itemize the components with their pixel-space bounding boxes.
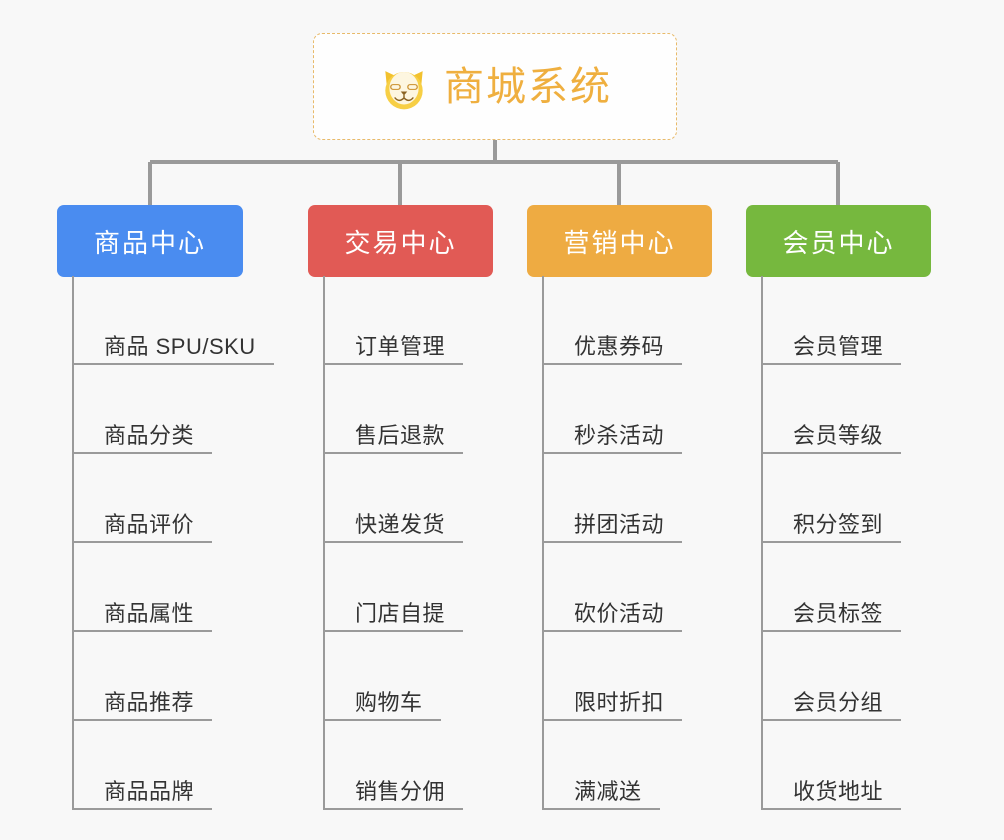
- leaf-item-label: 优惠券码: [574, 333, 665, 359]
- leaf-item-label: 商品推荐: [104, 689, 195, 715]
- leaf-item[interactable]: 购物车: [323, 632, 441, 721]
- leaf-item-label: 商品品牌: [104, 778, 195, 804]
- category-label: 商品中心: [93, 227, 206, 258]
- leaf-item[interactable]: 门店自提: [323, 543, 464, 632]
- leaf-item[interactable]: 秒杀活动: [542, 365, 683, 454]
- leaf-item-label: 秒杀活动: [574, 422, 665, 448]
- leaf-item[interactable]: 限时折扣: [542, 632, 683, 721]
- leaf-item[interactable]: 商品推荐: [72, 632, 213, 721]
- leaf-trunk-line: [761, 276, 763, 810]
- shiba-dog-face-icon: [378, 63, 430, 115]
- leaf-item[interactable]: 收货地址: [761, 721, 902, 810]
- category-box-3[interactable]: 会员中心: [746, 205, 931, 277]
- leaf-item-label: 购物车: [355, 689, 423, 715]
- leaf-item-label: 销售分佣: [355, 778, 446, 804]
- leaf-item-label: 快递发货: [355, 511, 446, 537]
- leaf-item[interactable]: 商品评价: [72, 454, 213, 543]
- leaf-item[interactable]: 拼团活动: [542, 454, 683, 543]
- leaf-trunk-line: [323, 276, 325, 810]
- category-label: 交易中心: [344, 227, 457, 258]
- leaf-item-label: 限时折扣: [574, 689, 665, 715]
- leaf-item-label: 售后退款: [355, 422, 446, 448]
- leaf-item[interactable]: 会员分组: [761, 632, 902, 721]
- leaf-item-label: 门店自提: [355, 600, 446, 626]
- category-label: 营销中心: [563, 227, 676, 258]
- leaf-item[interactable]: 会员等级: [761, 365, 902, 454]
- leaf-item-label: 积分签到: [793, 511, 884, 537]
- leaf-item[interactable]: 满减送: [542, 721, 660, 810]
- leaf-item[interactable]: 商品属性: [72, 543, 213, 632]
- leaf-item-label: 会员标签: [793, 600, 884, 626]
- leaf-item-label: 商品 SPU/SKU: [104, 333, 256, 359]
- leaf-item[interactable]: 快递发货: [323, 454, 464, 543]
- leaf-item[interactable]: 会员标签: [761, 543, 902, 632]
- category-box-2[interactable]: 营销中心: [527, 205, 712, 277]
- leaf-item-label: 商品分类: [104, 422, 195, 448]
- leaf-item-label: 会员管理: [793, 333, 884, 359]
- category-box-0[interactable]: 商品中心: [57, 205, 243, 277]
- leaf-item[interactable]: 销售分佣: [323, 721, 464, 810]
- leaf-trunk-line: [72, 276, 74, 810]
- leaf-item[interactable]: 积分签到: [761, 454, 902, 543]
- leaf-item-label: 会员等级: [793, 422, 884, 448]
- leaf-item[interactable]: 商品分类: [72, 365, 213, 454]
- category-box-1[interactable]: 交易中心: [308, 205, 493, 277]
- leaf-item[interactable]: 订单管理: [323, 276, 464, 365]
- leaf-item-label: 订单管理: [355, 333, 446, 359]
- leaf-item[interactable]: 商品品牌: [72, 721, 213, 810]
- leaf-item-label: 商品属性: [104, 600, 195, 626]
- root-title: 商城系统: [444, 64, 612, 109]
- leaf-item-label: 会员分组: [793, 689, 884, 715]
- leaf-trunk-line: [542, 276, 544, 810]
- leaf-item-label: 收货地址: [793, 778, 884, 804]
- category-label: 会员中心: [782, 227, 895, 258]
- leaf-item[interactable]: 售后退款: [323, 365, 464, 454]
- leaf-item-label: 拼团活动: [574, 511, 665, 537]
- leaf-item[interactable]: 优惠券码: [542, 276, 683, 365]
- leaf-item-label: 商品评价: [104, 511, 195, 537]
- leaf-item[interactable]: 商品 SPU/SKU: [72, 276, 274, 365]
- root-node[interactable]: 商城系统: [313, 33, 677, 140]
- leaf-item-label: 满减送: [574, 778, 642, 804]
- leaf-item[interactable]: 会员管理: [761, 276, 902, 365]
- leaf-item[interactable]: 砍价活动: [542, 543, 683, 632]
- leaf-item-label: 砍价活动: [574, 600, 665, 626]
